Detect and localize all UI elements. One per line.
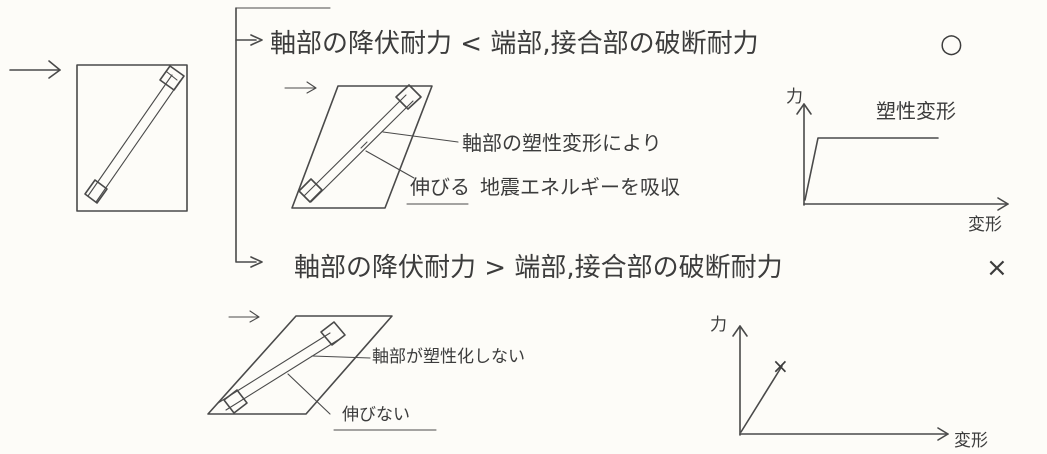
undeformed-braced-frame <box>76 64 188 212</box>
case-ng-callout-2: 伸びない <box>342 405 410 425</box>
case-ok-graph-y-label: 力 <box>786 87 803 107</box>
case-ng-deformed-frame <box>207 315 393 415</box>
case-ng-condition: 軸部の降伏耐力 > 端部,接合部の破断耐力 <box>294 253 783 283</box>
case-ng-verdict: × <box>986 253 1008 283</box>
case-ng-fracture-mark: × <box>772 354 789 378</box>
case-ng-force-deformation-graph: × 力 変形 <box>710 315 988 451</box>
case-ok-leader-1 <box>382 131 459 143</box>
case-ng-leader-2 <box>287 373 331 415</box>
case-ok-graph-x-label: 変形 <box>968 215 1002 235</box>
case-ok-elastoplastic-curve <box>804 137 939 201</box>
case-ng-input-arrow <box>228 310 260 323</box>
input-arrow <box>9 60 61 79</box>
branch-bracket <box>235 7 331 268</box>
case-ok-force-deformation-graph: 力 変形 塑性変形 <box>786 87 1009 235</box>
case-ng-graph-x-label: 変形 <box>954 431 988 451</box>
case-ok-graph-annotation: 塑性変形 <box>876 99 956 123</box>
case-ok-verdict: ○ <box>940 29 963 59</box>
case-ok-callout-line1: 軸部の塑性変形により <box>462 131 662 155</box>
case-ng-callout-1: 軸部が塑性化しない <box>372 347 525 367</box>
case-ok-callout-line2: 地震エネルギーを吸収 <box>480 175 680 199</box>
case-ok-condition: 軸部の降伏耐力 < 端部,接合部の破断耐力 <box>270 29 759 59</box>
case-ok-deformed-frame <box>291 84 433 209</box>
case-ok-input-arrow <box>284 81 317 94</box>
case-ng-leader-1 <box>311 355 371 359</box>
case-ok-leader-2 <box>365 150 415 179</box>
case-ok-callout-underlined: 伸びる <box>410 175 470 199</box>
case-ng-graph-y-label: 力 <box>710 315 727 335</box>
case-ng-brittle-curve <box>740 365 783 433</box>
